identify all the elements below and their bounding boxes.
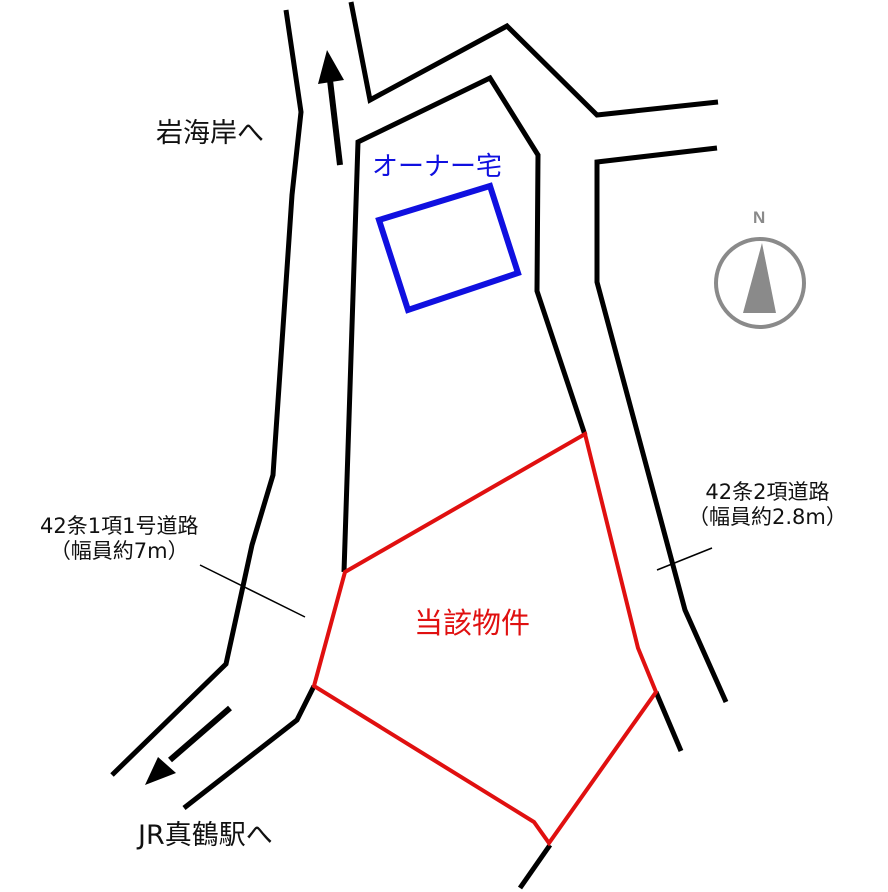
right-road-leader-line: [656, 547, 713, 571]
north-arrow-compass-icon: [714, 237, 806, 329]
left-road-type: 42条1項1号道路: [40, 514, 199, 538]
arrow-up-icon: [318, 50, 344, 166]
right-road-stub: [653, 691, 684, 752]
owner-house-label: オーナー宅: [372, 152, 503, 182]
lower-road-right-edge: [182, 684, 317, 810]
right-road-type: 42条2項道路: [705, 480, 830, 504]
owner-block-outline: [341, 74, 588, 573]
arrow-down-left-icon: [145, 705, 232, 785]
left-road-width: （幅員約7m）: [49, 539, 189, 564]
right-road-width: （幅員約2.8m）: [688, 505, 847, 530]
north-direction-label: 岩海岸へ: [156, 118, 264, 149]
subject-property-outline: [311, 430, 659, 847]
main-road-right-edge-upper: [348, 1, 719, 118]
owner-house-outline: [375, 182, 522, 314]
left-road-label: 42条1項1号道路 （幅員約7m）: [40, 514, 198, 564]
left-road-leader-line: [199, 564, 306, 618]
main-road-right-edge-lower: [594, 145, 729, 704]
subject-property-label: 当該物件: [414, 606, 531, 640]
right-road-label: 42条2項道路 （幅員約2.8m）: [688, 480, 847, 530]
south-direction-label: JR真鶴駅へ: [138, 820, 273, 851]
bottom-road-stub: [517, 843, 553, 890]
compass-north-letter: N: [753, 208, 766, 227]
main-road-left-edge: [110, 9, 304, 777]
